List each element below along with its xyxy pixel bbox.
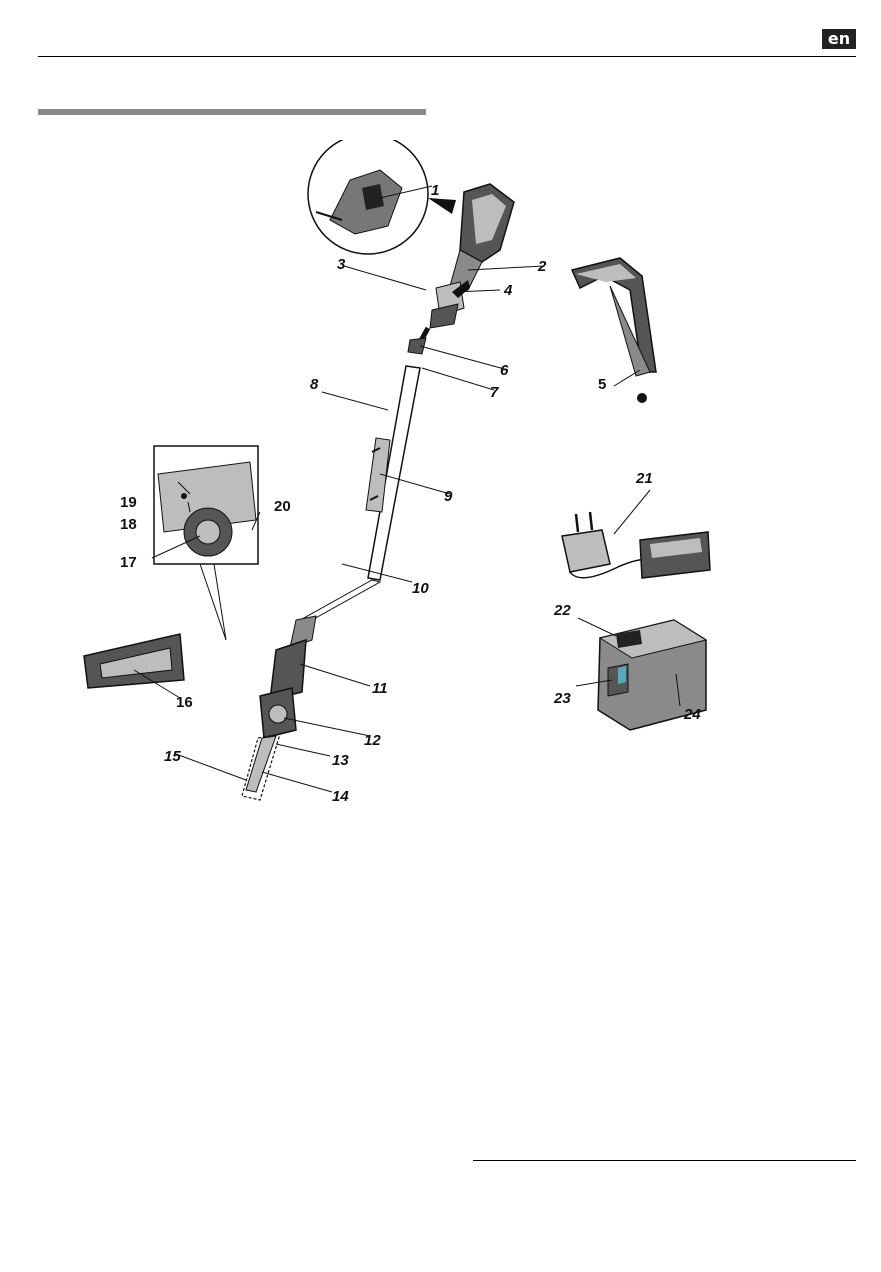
part-label-7: 7 (490, 384, 498, 401)
chain-guard (84, 634, 184, 688)
part-label-13: 13 (332, 752, 349, 769)
part-label-15: 15 (164, 748, 181, 765)
section-heading-bar (38, 109, 426, 115)
shoulder-strap (572, 258, 656, 403)
battery-charger (562, 512, 710, 578)
detail-box-sprocket (154, 446, 258, 640)
part-label-3: 3 (337, 256, 345, 273)
part-label-16: 16 (176, 694, 193, 711)
part-label-19: 19 (120, 494, 137, 511)
part-label-11: 11 (372, 680, 388, 697)
footer-divider (473, 1160, 856, 1161)
part-label-24: 24 (684, 706, 701, 723)
part-label-8: 8 (310, 376, 318, 393)
part-label-14: 14 (332, 788, 349, 805)
product-parts-diagram: 1 2 3 4 5 6 7 8 9 10 11 12 13 14 15 16 1… (80, 140, 740, 820)
header-divider (38, 56, 856, 57)
part-label-12: 12 (364, 732, 381, 749)
part-label-22: 22 (554, 602, 571, 619)
part-label-5: 5 (598, 376, 606, 393)
part-label-23: 23 (554, 690, 571, 707)
part-label-20: 20 (274, 498, 291, 515)
part-label-6: 6 (500, 362, 508, 379)
part-label-17: 17 (120, 554, 137, 571)
saw-head (242, 616, 316, 800)
part-label-9: 9 (444, 488, 452, 505)
part-label-21: 21 (636, 470, 653, 487)
part-label-10: 10 (412, 580, 429, 597)
part-label-1: 1 (431, 182, 439, 199)
part-label-2: 2 (538, 258, 546, 275)
part-label-18: 18 (120, 516, 137, 533)
language-badge: en (822, 29, 856, 49)
part-label-4: 4 (504, 282, 512, 299)
telescopic-shaft (304, 328, 428, 620)
